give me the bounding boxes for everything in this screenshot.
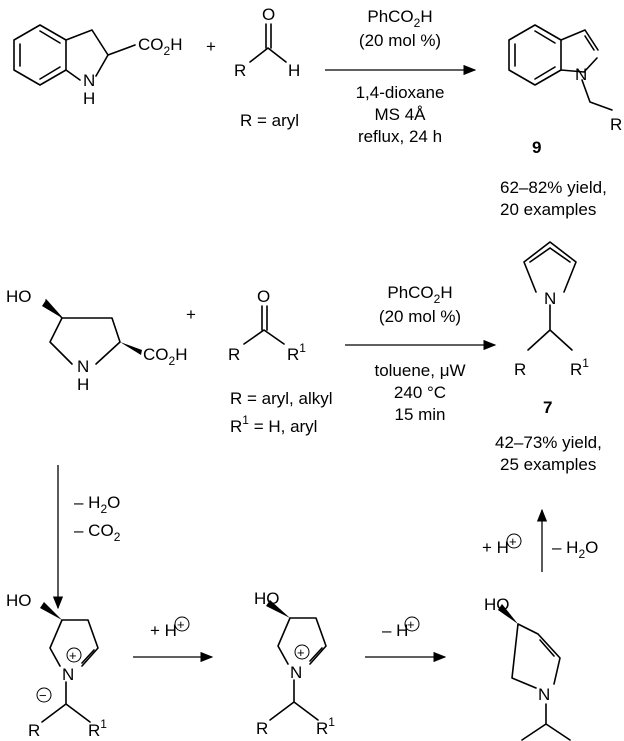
svg-text:MS 4Å: MS 4Å: [374, 105, 426, 124]
compound-number: 7: [543, 398, 552, 417]
svg-text:20 examples: 20 examples: [500, 200, 596, 219]
svg-text:R1: R1: [287, 341, 306, 364]
svg-text:42–73% yield,: 42–73% yield,: [495, 433, 602, 452]
svg-text:– H: – H: [382, 621, 408, 640]
indoline-carboxylic-acid: N H CO2H: [13, 24, 182, 108]
r-definition: R = aryl: [240, 111, 299, 130]
svg-text:N: N: [77, 357, 89, 376]
svg-text:62–82% yield,: 62–82% yield,: [500, 178, 607, 197]
svg-text:HO: HO: [6, 287, 32, 306]
svg-text:(20 mol %): (20 mol %): [379, 307, 461, 326]
compound-number: 9: [532, 138, 541, 157]
svg-text:H: H: [83, 89, 95, 108]
svg-text:R1: R1: [570, 356, 589, 379]
svg-text:reflux, 24 h: reflux, 24 h: [358, 127, 442, 146]
svg-text:+: +: [69, 648, 77, 663]
svg-text:N: N: [83, 71, 95, 90]
hydroxyproline: HO N H CO2H: [6, 287, 187, 394]
aldehyde: O R H R = aryl: [234, 5, 300, 130]
svg-text:CO2H: CO2H: [143, 345, 187, 368]
svg-text:(20 mol %): (20 mol %): [359, 31, 441, 50]
svg-text:+ H: + H: [482, 538, 509, 557]
svg-text:O: O: [257, 287, 270, 306]
svg-text:N: N: [538, 685, 550, 704]
reaction-arrow-2: PhCO2H (20 mol %) toluene, μW 240 °C 15 …: [345, 283, 497, 424]
svg-text:– H2O: – H2O: [74, 493, 120, 516]
svg-text:HO: HO: [484, 595, 510, 614]
svg-text:R1 = H, aryl: R1 = H, aryl: [230, 413, 317, 436]
intermediate-enamine: HO N R R: [484, 595, 571, 741]
svg-text:R1: R1: [88, 717, 107, 740]
svg-text:+: +: [509, 534, 517, 549]
svg-text:– H2O: – H2O: [552, 538, 598, 561]
svg-text:N: N: [62, 665, 74, 684]
svg-text:toluene, μW: toluene, μW: [374, 361, 465, 380]
svg-text:N: N: [290, 663, 302, 682]
plus-sign: +: [206, 37, 216, 56]
svg-text:PhCO2H: PhCO2H: [387, 283, 452, 306]
svg-text:PhCO2H: PhCO2H: [367, 7, 432, 30]
svg-text:R = aryl, alkyl: R = aryl, alkyl: [230, 389, 333, 408]
svg-text:+: +: [177, 617, 185, 632]
svg-text:−: −: [39, 688, 47, 703]
svg-text:H: H: [77, 375, 89, 394]
intermediate-iminium: HO N + R R1: [254, 589, 335, 738]
svg-text:N: N: [544, 289, 556, 308]
svg-text:+ H: + H: [150, 621, 177, 640]
svg-text:R: R: [256, 719, 268, 738]
mechanism-arrows: – H2O – CO2 + H + – H2O + H + – H +: [52, 465, 598, 663]
svg-text:R: R: [514, 360, 526, 379]
svg-text:R: R: [234, 61, 246, 80]
pyrrole-product-7: N R R1 7 42–73% yield, 25 examples: [495, 241, 602, 474]
svg-text:1,4-dioxane: 1,4-dioxane: [356, 83, 445, 102]
svg-text:+: +: [407, 617, 415, 632]
plus-sign: +: [186, 305, 196, 324]
svg-text:15 min: 15 min: [394, 405, 445, 424]
svg-text:R1: R1: [316, 715, 335, 738]
intermediate-ylide: HO N + − R R1: [6, 591, 107, 740]
svg-text:240 °C: 240 °C: [394, 383, 446, 402]
svg-text:– CO2: – CO2: [74, 521, 121, 544]
svg-text:HO: HO: [254, 589, 280, 608]
reaction-arrow-1: PhCO2H (20 mol %) 1,4-dioxane MS 4Å refl…: [325, 7, 477, 146]
svg-text:R: R: [28, 721, 40, 740]
indole-product-9: N R 9 62–82% yield, 20 examples: [500, 24, 622, 219]
svg-text:R: R: [610, 115, 622, 134]
svg-text:25 examples: 25 examples: [500, 455, 596, 474]
svg-text:N: N: [575, 65, 587, 84]
ketone: O R R1 R = aryl, alkyl R1 = H, aryl: [228, 287, 333, 436]
svg-text:H: H: [288, 61, 300, 80]
svg-text:R: R: [228, 345, 240, 364]
svg-text:HO: HO: [6, 591, 32, 610]
svg-text:O: O: [262, 5, 275, 24]
svg-text:+: +: [297, 645, 305, 660]
svg-text:CO2H: CO2H: [138, 35, 182, 58]
